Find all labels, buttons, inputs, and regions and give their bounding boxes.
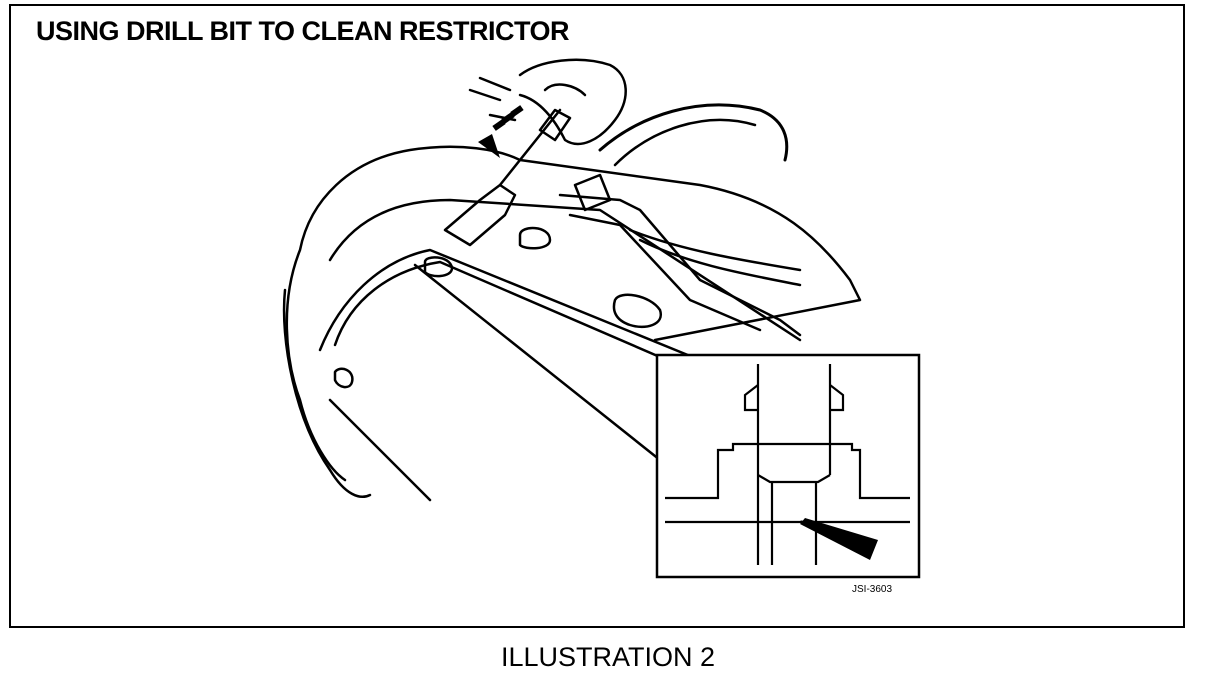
cover-long-line xyxy=(413,263,662,462)
illustration-caption: ILLUSTRATION 2 xyxy=(500,642,716,672)
cover-rail-upper xyxy=(328,198,802,342)
inset-box xyxy=(655,353,921,579)
inset-flare-right xyxy=(829,384,845,412)
inset-detail xyxy=(655,353,921,579)
cover-rail-inner xyxy=(333,260,692,372)
inset-surface-top xyxy=(665,442,910,500)
motion-lines xyxy=(468,76,517,122)
inset-flare-left xyxy=(743,384,759,412)
inset-figure-code: JSI-3603 xyxy=(852,584,893,595)
direction-arrow-group xyxy=(478,105,524,158)
page-title: USING DRILL BIT TO CLEAN RESTRICTOR xyxy=(36,16,570,46)
bracket-inner xyxy=(568,213,762,332)
valve-cover-lip xyxy=(282,288,372,498)
illustration-frame xyxy=(9,4,1185,628)
direction-arrow xyxy=(478,134,500,158)
hose xyxy=(598,103,789,162)
inset-bore xyxy=(756,364,832,565)
inset-arrow-group xyxy=(800,518,878,560)
cover-bottom-line xyxy=(328,398,432,502)
hand-outline xyxy=(518,58,627,146)
bolt-2 xyxy=(423,256,454,278)
hose-fitting xyxy=(573,173,612,212)
hand-finger xyxy=(543,83,587,97)
cover-rail-lower xyxy=(318,248,702,362)
drill-bit xyxy=(498,108,562,187)
bolt-4 xyxy=(333,367,354,389)
hose-inner xyxy=(613,118,757,167)
bolt-3 xyxy=(612,293,662,329)
wires xyxy=(628,228,802,287)
bolt-1 xyxy=(518,226,552,250)
restrictor-fitting xyxy=(443,183,517,247)
